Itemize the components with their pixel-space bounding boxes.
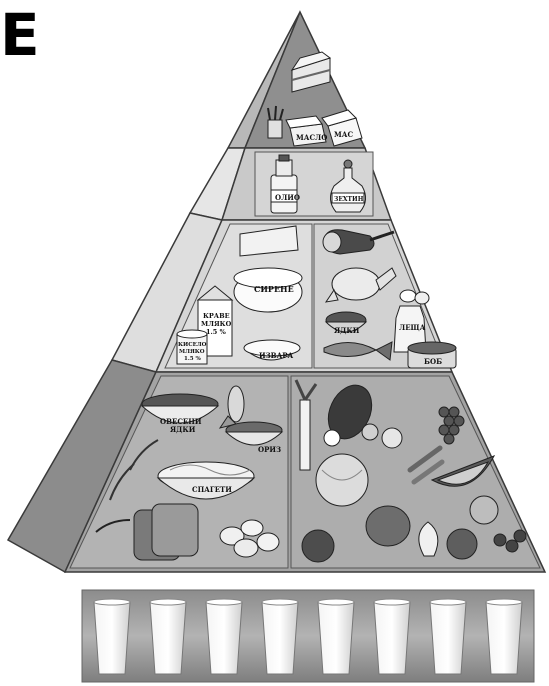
water-glass-rim: [485, 598, 523, 606]
meat-group: ЯДКИ ЛЕЩА БОБ: [322, 229, 457, 369]
leek-icon: [294, 379, 318, 471]
water-glass-rim: [93, 598, 131, 606]
ham-icon: [322, 229, 395, 255]
lettuce-icon: [365, 505, 411, 547]
label-krave-1: КРАВЕ: [203, 312, 230, 320]
berries-icon: [493, 529, 527, 553]
nuts-bowl-icon: ЯДКИ: [324, 311, 368, 335]
sweets-group: МАСЛО МАС: [267, 51, 363, 147]
label-bob: БОБ: [424, 357, 442, 366]
water-glass-icon: [317, 601, 355, 675]
oils-group: ОЛИО ЗЕХТИН: [270, 154, 366, 214]
white-cheese-icon: СИРЕНЕ: [233, 267, 303, 313]
label-maslo: МАСЛО: [296, 133, 327, 142]
pyramid-side-face: [6, 11, 301, 574]
label-olio: ОЛИО: [275, 193, 300, 202]
water-glass-icon: [373, 601, 411, 675]
wheat-icon: [109, 439, 159, 501]
label-krave-2: МЛЯКО: [201, 320, 232, 328]
butter-box-icon: МАСЛО: [285, 115, 327, 147]
dairy-group: СИРЕНЕ КРАВЕ МЛЯКО 1.5 % КИСЕЛО МЛЯКО 1.…: [176, 225, 303, 365]
potatoes-icon: [219, 519, 280, 558]
water-glass-icon: [205, 601, 243, 675]
pyramid-front-face: [63, 10, 547, 573]
tomato-icon: [301, 529, 335, 563]
fries-icon: [267, 105, 284, 139]
spaghetti-bowl-icon: СПАГЕТИ: [156, 461, 256, 500]
olive-oil-carafe-icon: ЗЕХТИН: [330, 159, 366, 213]
label-mas: МАС: [334, 130, 353, 139]
onion-icons: [323, 423, 403, 449]
fish-icon: [323, 341, 393, 361]
oil-bottle-icon: ОЛИО: [270, 154, 300, 214]
water-glass-icon: [149, 601, 187, 675]
label-oats-1: ОВЕСЕНИ: [160, 417, 202, 426]
water-glass-icon: [429, 601, 467, 675]
label-kiselo-3: 1.5 %: [184, 356, 201, 362]
yogurt-cup-icon: КИСЕЛО МЛЯКО 1.5 %: [176, 329, 208, 365]
water-glass-rim: [317, 598, 355, 606]
water-glass-rim: [205, 598, 243, 606]
egg-icons: [399, 289, 430, 305]
water-glass-rim: [261, 598, 299, 606]
corn-icon: [218, 385, 245, 429]
label-oats-2: ЯДКИ: [170, 425, 196, 434]
label-zehtin: ЗЕХТИН: [334, 196, 364, 203]
water-glass-icon: [485, 601, 523, 675]
label-izvara: ИЗВАРА: [259, 351, 294, 360]
lard-box-icon: МАС: [321, 109, 363, 147]
cabbage-icon: [315, 453, 369, 507]
grains-group: ОВЕСЕНИ ЯДКИ ОРИЗ СПАГЕТИ: [95, 385, 284, 561]
cheese-wedge-icon: [239, 225, 299, 257]
corner-letter: E: [0, 1, 40, 69]
label-leshta: ЛЕЩА: [399, 323, 426, 332]
water-glasses-strip: [81, 589, 535, 683]
lentils-sack-icon: ЛЕЩА: [393, 305, 427, 353]
oats-bowl-icon: ОВЕСЕНИ ЯДКИ: [140, 393, 220, 434]
bread-icon: [95, 503, 199, 561]
grapes-icon: [438, 406, 465, 445]
label-kiselo-1: КИСЕЛО: [178, 342, 207, 348]
watermelon-icon: [430, 455, 496, 487]
chicken-icon: [324, 267, 397, 303]
produce-group: [294, 379, 527, 563]
pear-icon: [418, 521, 439, 557]
water-glass-rim: [149, 598, 187, 606]
water-glass-rim: [429, 598, 467, 606]
water-glass-icon: [261, 601, 299, 675]
label-sirene: СИРЕНЕ: [254, 284, 294, 294]
beans-can-icon: БОБ: [407, 341, 457, 369]
cottage-cheese-bowl-icon: ИЗВАРА: [243, 339, 301, 361]
label-oriz: ОРИЗ: [258, 445, 281, 454]
label-yadki: ЯДКИ: [334, 326, 360, 335]
water-glass-rim: [373, 598, 411, 606]
label-spageti: СПАГЕТИ: [192, 485, 232, 494]
orange-icon: [469, 495, 499, 525]
label-krave-3: 1.5 %: [206, 328, 227, 336]
carrots-icon: [407, 445, 445, 485]
label-kiselo-2: МЛЯКО: [179, 349, 205, 355]
apple-icon: [446, 528, 478, 560]
rice-bowl-icon: ОРИЗ: [224, 421, 284, 454]
water-glass-icon: [93, 601, 131, 675]
